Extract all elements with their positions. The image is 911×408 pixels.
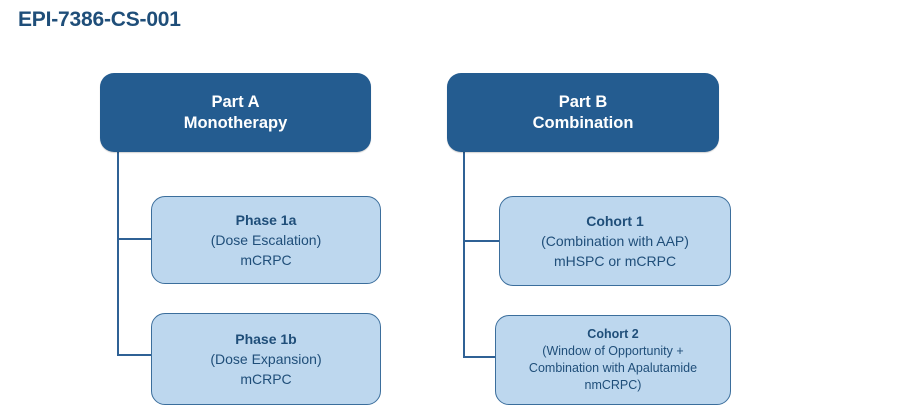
phase-1a-box[interactable]: Phase 1a (Dose Escalation) mCRPC xyxy=(151,196,381,284)
phase-1b-detail-line2: (Dose Expansion) xyxy=(210,350,322,367)
cohort-2-title: Cohort 2 xyxy=(587,327,639,342)
phase-1b-box[interactable]: Phase 1b (Dose Expansion) mCRPC xyxy=(151,313,381,405)
phase-1a-detail-line3: mCRPC xyxy=(240,252,292,269)
connector-part-b-to-cohort-2 xyxy=(463,356,497,359)
cohort-2-detail-line4: nmCRPC) xyxy=(584,377,642,392)
cohort-2-box[interactable]: Cohort 2 (Window of Opportunity + Combin… xyxy=(495,315,731,405)
cohort-2-detail-line3: Combination with Apalutamide xyxy=(528,361,698,375)
part-a-label-line1: Part A xyxy=(211,93,260,112)
connector-part-a-trunk xyxy=(117,150,120,356)
connector-part-b-to-cohort-1 xyxy=(463,240,501,243)
page-title: EPI-7386-CS-001 xyxy=(18,8,181,31)
cohort-1-title: Cohort 1 xyxy=(586,212,644,229)
connector-part-a-to-phase-1a xyxy=(117,238,153,241)
part-a-box[interactable]: Part A Monotherapy xyxy=(100,73,371,152)
part-b-label-line1: Part B xyxy=(558,93,608,112)
cohort-1-detail-line3: mHSPC or mCRPC xyxy=(553,253,677,270)
part-b-box[interactable]: Part B Combination xyxy=(447,73,719,152)
part-b-label-line2: Combination xyxy=(532,113,634,132)
phase-1a-title: Phase 1a xyxy=(235,211,297,228)
part-a-label-line2: Monotherapy xyxy=(183,113,288,132)
cohort-1-box[interactable]: Cohort 1 (Combination with AAP) mHSPC or… xyxy=(499,196,731,286)
cohort-2-detail-line2: (Window of Opportunity + xyxy=(542,344,684,359)
phase-1a-detail-line2: (Dose Escalation) xyxy=(210,231,322,248)
phase-1b-detail-line3: mCRPC xyxy=(240,371,292,388)
connector-part-a-to-phase-1b xyxy=(117,354,153,357)
phase-1b-title: Phase 1b xyxy=(235,330,297,347)
cohort-1-detail-line2: (Combination with AAP) xyxy=(541,232,689,249)
connector-part-b-trunk xyxy=(463,150,466,358)
